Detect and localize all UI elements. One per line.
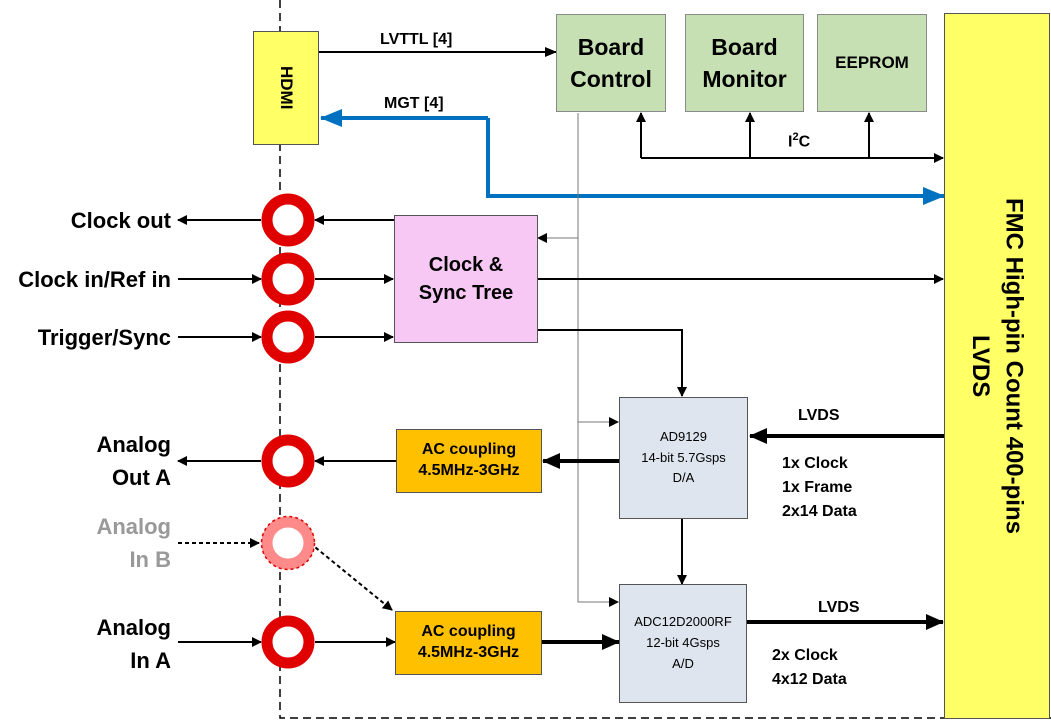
lvds-adc-label: LVDS [818,599,860,616]
ac-coupling-in-block: AC coupling 4.5MHz-3GHz [395,611,542,675]
mgt-link [486,118,945,205]
analog-in-b-label: Analog In B [96,514,171,572]
trigger-connector [261,310,315,364]
i2c-label: I2C [788,129,810,154]
clock-out-label: Clock out [70,208,171,233]
analog-in-b-to-coupling [309,542,393,611]
lvttl-label: LVTTL [4] [380,31,453,48]
i2c-label-sup: 2 [792,131,799,143]
ac-coupling-out-block: AC coupling 4.5MHz-3GHz [396,429,542,493]
adc-bus-label: 2x Clock 4x12 Data [772,647,847,688]
dac-bus-label: 1x Clock 1x Frame 2x14 Data [782,455,857,520]
dac-block: AD9129 14-bit 5.7Gsps D/A [619,397,748,519]
trigger-label: Trigger/Sync [37,325,171,350]
eeprom-block: EEPROM [817,14,927,112]
control-line-main [577,113,619,607]
analog-in-b-connector [261,516,315,570]
analog-out-a-connector [261,434,315,488]
hdmi-block: HDMI [253,31,319,145]
clock-out-connector [261,193,315,247]
lvds-dac-label: LVDS [798,407,840,424]
fmc-connector-block: FMC High-pin Count 400-pins LVDS [944,13,1050,719]
clock-sync-tree-block: Clock & Sync Tree [394,215,538,343]
analog-in-b-connector-dashes [260,515,316,571]
i2c-label-i: I [788,133,793,151]
clock-in-label: Clock in/Ref in [18,267,171,292]
clock-in-connector [261,252,315,306]
i2c-label-c: C [798,133,811,151]
adc-block: ADC12D2000RF 12-bit 4Gsps A/D [619,584,747,703]
analog-in-a-label: Analog In A [96,615,171,673]
mgt-label: MGT [4] [384,95,444,112]
analog-in-a-connector [261,615,315,669]
board-monitor-block: Board Monitor [685,14,804,112]
clock-tree-to-dac [538,329,687,397]
analog-out-a-label: Analog Out A [96,432,171,490]
board-control-block: Board Control [556,14,666,112]
